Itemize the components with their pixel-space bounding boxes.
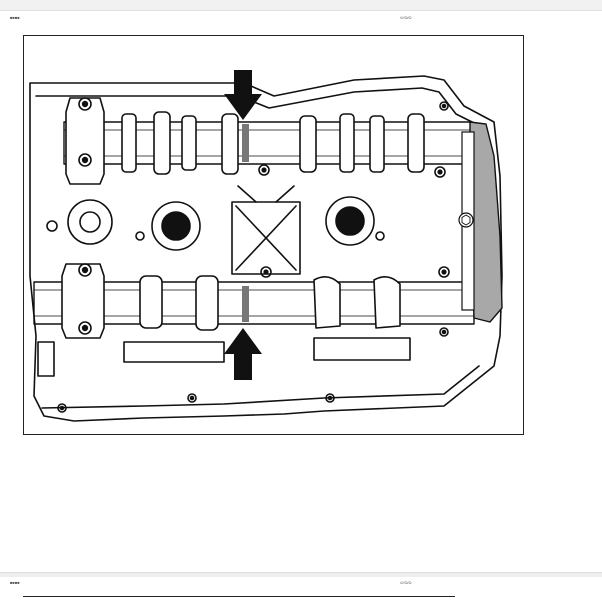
- bearing-caps: [61, 97, 105, 339]
- head-outline: [29, 75, 503, 422]
- upper-cam-mark: [242, 124, 249, 162]
- header-left: ■■■■: [10, 15, 20, 20]
- camshaft-figure: [23, 35, 524, 435]
- lower-cam-lobes: [139, 275, 401, 331]
- page-separator: [0, 572, 602, 577]
- header2-left: ■■■■: [10, 580, 20, 585]
- cover-bolts: [46, 101, 450, 413]
- next-page-header: ■■■■ ////Ω/Ω: [10, 578, 592, 586]
- header-center: ////Ω/Ω: [400, 15, 412, 20]
- header2-center: ////Ω/Ω: [400, 580, 412, 585]
- page-header: ■■■■ ////Ω/Ω: [10, 13, 592, 21]
- browser-top-bar: [0, 0, 602, 11]
- arrow-down-icon: [224, 70, 262, 120]
- arrow-up-icon: [224, 328, 262, 380]
- upper-cam-lobes: [121, 111, 425, 175]
- spark-plug-wells: [67, 196, 375, 251]
- cylinder-head-illustration: [29, 70, 503, 422]
- center-brace: [231, 185, 301, 275]
- next-figure-frame: [23, 596, 455, 607]
- lower-cam-mark: [242, 286, 249, 322]
- plate-bolt-icon: [458, 212, 474, 228]
